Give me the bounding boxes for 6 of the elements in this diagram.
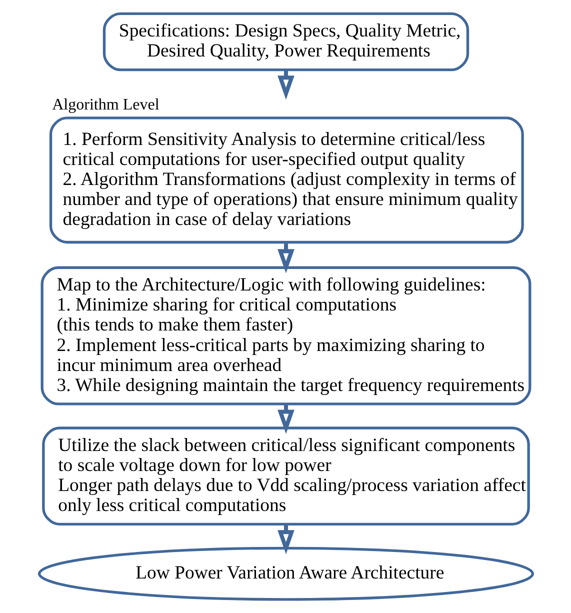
node-label: Algorithm Level	[52, 96, 159, 114]
node-box: Utilize the slack between critical/less significant components to scale voltage down for low power Longer path delays due to Vdd scaling/process variation affect only less critical computations	[42, 426, 530, 526]
node-box: Map to the Architecture/Logic with following guidelines: 1. Minimize sharing for critical computations (this tends to make them faster) 2. Implement less-critical parts by maximizing sharing to incur minimum area overhead 3. While designing maintain the target frequency requirements	[40, 266, 531, 406]
node-ellipse: Low Power Variation Aware Architecture	[37, 546, 534, 601]
node-box: Specifications: Design Specs, Quality Metric, Desired Quality, Power Requirements	[102, 12, 469, 72]
node-box: 1. Perform Sensitivity Analysis to determine critical/less critical computations for user-specified output quality 2. Algorithm Transformations (adjust complexity in terms of number and type of operations) that ensure minimum quality degradation in case of delay variations	[48, 116, 524, 244]
